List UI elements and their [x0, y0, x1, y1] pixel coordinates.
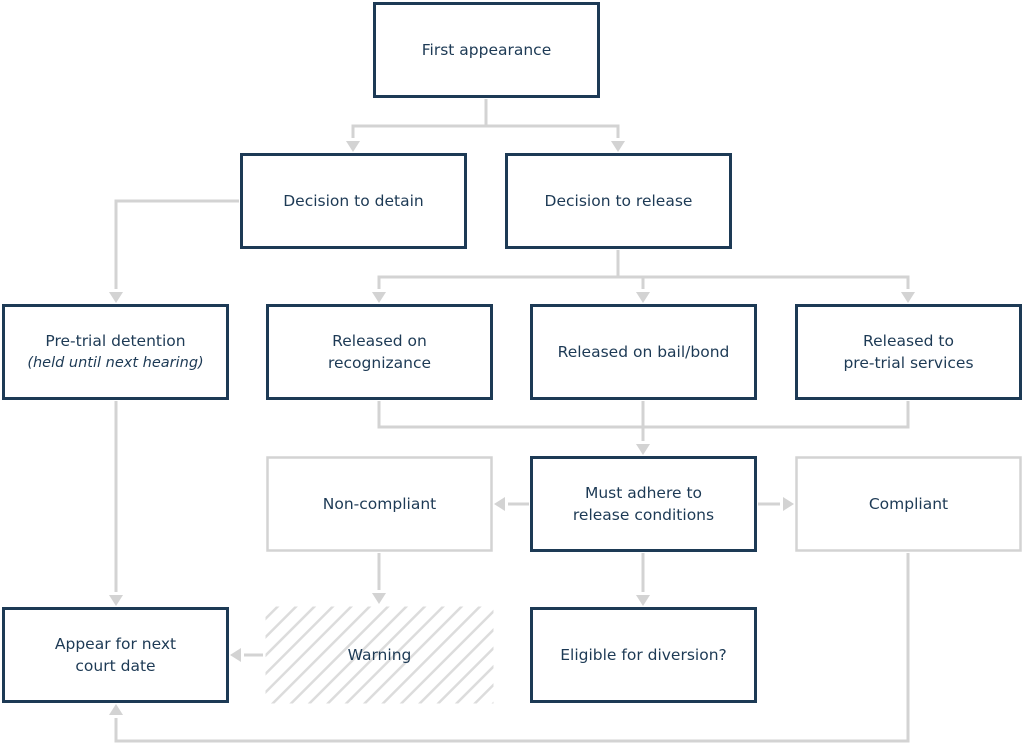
node-appear-next-court-date-label: Appear for next: [55, 635, 176, 653]
node-pretrial-detention-note: (held until next hearing): [27, 355, 203, 371]
node-released-to-pretrial-services: Released to pre-trial services: [795, 304, 1022, 400]
node-non-compliant: Non-compliant: [266, 456, 493, 552]
node-released-on-recognizance-label: recognizance: [328, 354, 431, 372]
node-released-to-pretrial-services-label: pre-trial services: [843, 354, 973, 372]
node-must-adhere-label: release conditions: [573, 506, 714, 524]
arrow-to-non-compliant: [494, 497, 505, 511]
node-must-adhere-label: Must adhere to: [585, 484, 702, 502]
node-decision-to-release-box: [505, 153, 732, 249]
node-compliant-box: [795, 456, 1022, 552]
node-first-appearance-label: First appearance: [422, 41, 552, 59]
node-pretrial-detention-label: Pre-trial detention: [45, 332, 185, 350]
node-decision-to-detain-label: Decision to detain: [283, 192, 423, 210]
node-appear-next-court-date-label: court date: [75, 657, 155, 675]
node-decision-to-release-label: Decision to release: [545, 192, 693, 210]
node-released-to-pretrial-services-box: [795, 304, 1022, 400]
node-released-on-bail-bond-box: [530, 304, 757, 400]
arrow-to-pretrial-detention: [109, 292, 123, 303]
node-non-compliant-label: Non-compliant: [323, 495, 436, 513]
node-pretrial-detention: Pre-trial detention (held until next hear…: [2, 304, 229, 400]
node-decision-to-detain-box: [240, 153, 467, 249]
node-compliant-label: Compliant: [869, 495, 948, 513]
arrow-compliant-to-appear: [109, 704, 123, 715]
node-pretrial-detention-box: [2, 304, 229, 400]
arrow-to-decision-to-detain: [346, 141, 360, 152]
node-decision-to-release: Decision to release: [505, 153, 732, 249]
connector-detain-to-pretrial: [114, 199, 239, 289]
arrow-to-must-adhere: [636, 444, 650, 455]
node-appear-next-court-date: Appear for next court date: [2, 607, 229, 703]
node-must-adhere-box: [530, 456, 757, 552]
arrow-to-warning: [372, 593, 386, 604]
node-eligible-for-diversion: Eligible for diversion?: [530, 607, 757, 703]
arrow-to-released-to-pretrial-services: [901, 292, 915, 303]
node-released-on-recognizance-box: [266, 304, 493, 400]
node-compliant: Compliant: [795, 456, 1022, 552]
node-warning-label: Warning: [348, 646, 412, 664]
node-eligible-for-diversion-label: Eligible for diversion?: [560, 646, 727, 664]
arrow-pretrial-to-appear: [109, 595, 123, 606]
node-non-compliant-box: [266, 456, 493, 552]
arrow-to-released-on-bail-bond: [636, 292, 650, 303]
arrow-to-eligible-for-diversion: [636, 595, 650, 606]
node-first-appearance: First appearance: [373, 2, 600, 98]
node-decision-to-detain: Decision to detain: [240, 153, 467, 249]
connectors: [109, 99, 915, 743]
connector-first-appearance-split: [351, 99, 620, 138]
node-released-on-bail-bond-label: Released on bail/bond: [558, 343, 730, 361]
arrow-to-compliant: [783, 497, 794, 511]
node-released-on-recognizance-label: Released on: [332, 332, 427, 350]
node-warning-box: [265, 606, 494, 704]
arrow-to-decision-to-release: [611, 141, 625, 152]
node-released-on-bail-bond: Released on bail/bond: [530, 304, 757, 400]
connector-compliant-to-appear: [114, 553, 910, 743]
node-released-on-recognizance: Released on recognizance: [266, 304, 493, 400]
arrow-warning-to-appear: [230, 648, 241, 662]
connector-releases-merge: [377, 401, 910, 441]
arrow-to-released-on-recognizance: [372, 292, 386, 303]
node-released-to-pretrial-services-label: Released to: [863, 332, 954, 350]
node-eligible-for-diversion-box: [530, 607, 757, 703]
node-appear-next-court-date-box: [2, 607, 229, 703]
connector-release-split: [377, 250, 910, 289]
node-warning: Warning: [265, 606, 494, 704]
node-first-appearance-box: [373, 2, 600, 98]
node-must-adhere: Must adhere to release conditions: [530, 456, 757, 552]
